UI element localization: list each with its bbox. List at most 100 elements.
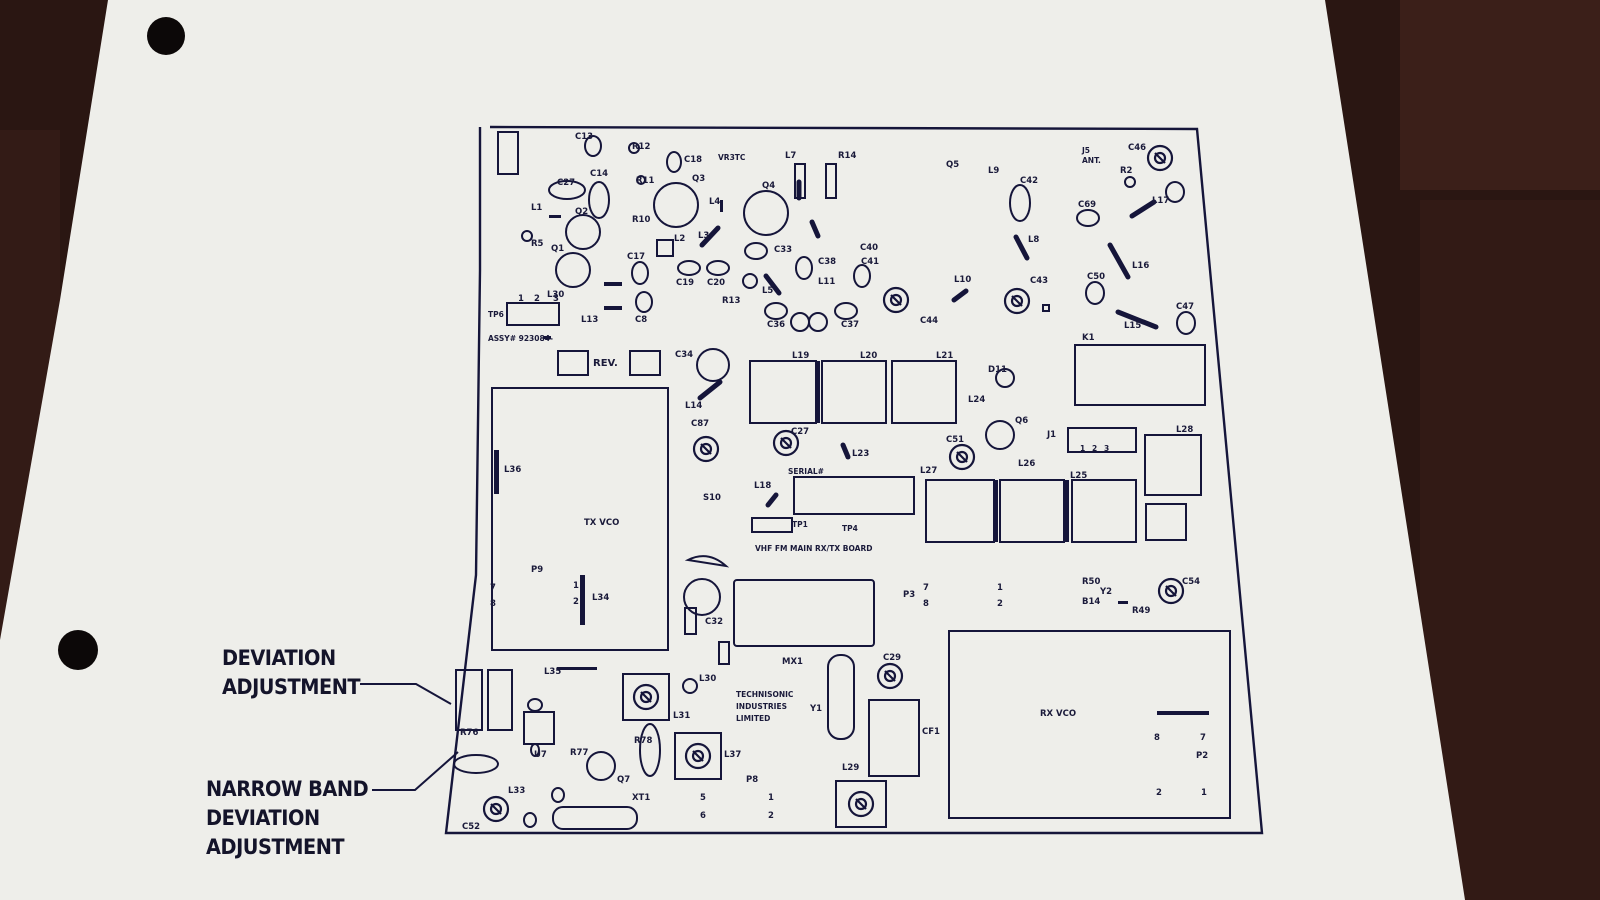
component-label-r78: R78 [634,736,652,746]
component-label-xt1: XT1 [632,793,650,803]
trimmer-core [955,450,969,464]
c42-cap [1009,184,1031,222]
y1-crystal [827,654,855,740]
component-label-c46: C46 [1128,143,1146,153]
component-label-l10: L10 [954,275,971,285]
crystal-xt1 [552,806,638,830]
c29-trimmer [876,662,904,690]
component-label-l3: L3 [698,231,709,241]
c32-cap [683,578,721,616]
pin-1: 1 [1201,788,1207,798]
vr3tc-label: VR3TC [718,153,746,162]
component-label-c41: C41 [861,257,879,267]
component-label-l21: L21 [936,351,953,361]
component-label-l13: L13 [581,315,598,325]
rev-box-1 [557,350,589,376]
c37-cap [834,302,858,320]
c38-cap [744,242,768,260]
component-label-r49: R49 [1132,606,1150,616]
component-label-s10: S10 [703,493,721,503]
c41-cap [853,264,871,288]
pin-1: 1 [518,294,524,304]
component-label-l37: L37 [724,750,741,760]
mx1-label: MX1 [782,657,803,667]
trimmer-core [854,797,868,811]
component-label-q1: Q1 [551,244,564,254]
callout-line: ADJUSTMENT [206,835,345,859]
component-label-l2: L2 [674,234,685,244]
j1-connector [1067,427,1137,453]
q6-transistor [985,420,1015,450]
component-label-l31: L31 [673,711,690,721]
component-label-c18: C18 [684,155,702,165]
component-label-l1: L1 [531,203,542,213]
c46-trimmer [1146,144,1174,172]
j5-label: J5 [1081,146,1090,155]
c69-cap [1076,209,1100,227]
c47-cap [1176,311,1196,335]
component-label-c42: C42 [1020,176,1038,186]
serial-block [793,476,915,515]
component-label-r14: R14 [838,151,856,161]
component-label-l19: L19 [792,351,809,361]
coil-l19 [749,360,817,424]
punch-hole-bottom [58,630,98,670]
component-label-c69: C69 [1078,200,1096,210]
component-label-l27: L27 [920,466,937,476]
trimmer-core [883,669,897,683]
component-label-l23: L23 [852,449,869,459]
c36-cap [764,302,788,320]
tx-vco-label: TX VCO [584,518,619,528]
pin-7: 7 [923,583,929,593]
component-label-l17: L17 [1152,196,1169,206]
punch-hole-top [147,17,185,55]
pin-7: 7 [490,583,496,593]
component-label-q6: Q6 [1015,416,1028,426]
component-label-l28: L28 [1176,425,1193,435]
rx-vco-shield [948,630,1231,819]
pin-2: 2 [1156,788,1162,798]
component-label-l26: L26 [1018,459,1035,469]
coil-l21 [891,360,957,424]
narrow-band-leader [372,751,459,791]
component-label-q4: Q4 [762,181,775,191]
k1-relay [1074,344,1206,406]
c18-cap [666,151,682,173]
serial-label: SERIAL# [788,467,824,476]
pin-2: 2 [997,599,1003,609]
trimmer-core [1153,151,1167,165]
component-label-r76: R76 [460,728,478,738]
pin-8: 8 [490,599,496,609]
l31-trimmer-box [622,673,670,721]
trimmer-core [1164,584,1178,598]
deviation-leader [360,683,452,705]
component-label-c87: C87 [691,419,709,429]
q2-transistor [565,214,601,250]
top-left-conn [497,131,519,175]
coil-l20 [821,360,887,424]
c52-trimmer [482,795,510,823]
pin-7: 7 [1200,733,1206,743]
component-label-l30: L30 [547,290,564,300]
component-label-q3: Q3 [692,174,705,184]
callout-line: DEVIATION [222,646,336,670]
component-label-p2: P2 [1196,751,1208,761]
rev-box-2 [629,350,661,376]
component-label-y2: Y2 [1099,587,1112,597]
component-label-l4: L4 [709,197,720,207]
q7-transistor [586,751,616,781]
component-label-p9: P9 [531,565,543,575]
pin-5: 5 [700,793,706,803]
manufacturer-line-3: LIMITED [736,714,770,723]
component-label-c33: C33 [774,245,792,255]
l29-trimmer [847,790,875,818]
component-label-c13: C13 [575,132,593,142]
component-label-c29: C29 [883,653,901,663]
c8-cap [635,291,653,313]
component-label-r11: R11 [636,176,654,186]
c87-trimmer [692,435,720,463]
trimmer-core [699,442,713,456]
component-label-l7: L7 [785,151,796,161]
